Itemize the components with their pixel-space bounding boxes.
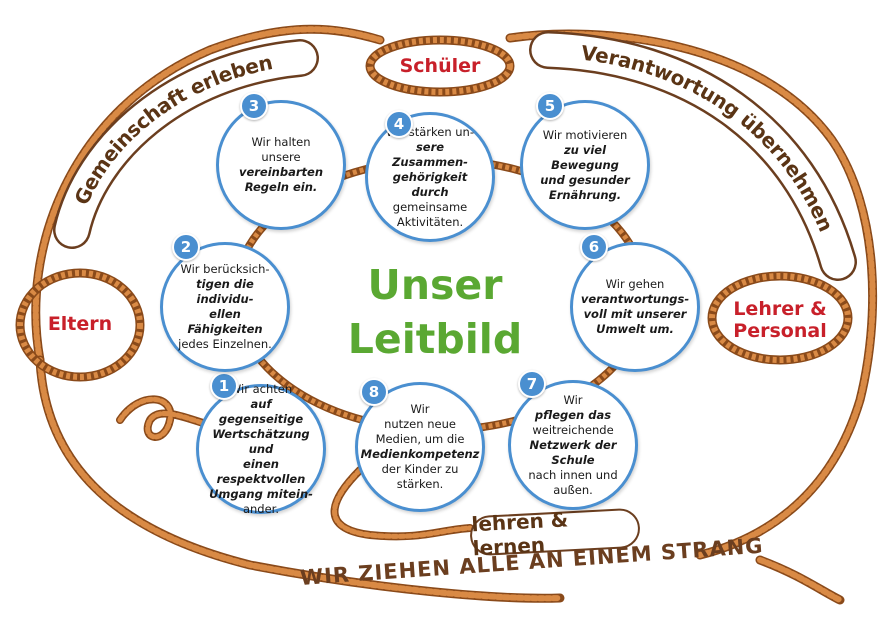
lehrer-personal-label: Lehrer & Personal bbox=[733, 298, 827, 342]
principle-number-4: 4 bbox=[385, 110, 413, 138]
principle-number-2: 2 bbox=[172, 233, 200, 261]
principle-number-6: 6 bbox=[580, 233, 608, 261]
page-title: Unser Leitbild bbox=[347, 261, 523, 363]
principle-number-7: 7 bbox=[518, 370, 546, 398]
principle-circle-2: Wir berücksich-tigen die individu-ellen … bbox=[160, 242, 290, 372]
principle-number-3: 3 bbox=[240, 92, 268, 120]
principle-number-5: 5 bbox=[536, 92, 564, 120]
principle-number-1: 1 bbox=[210, 372, 238, 400]
schueler-label: Schüler bbox=[399, 55, 481, 77]
principle-number-8: 8 bbox=[360, 378, 388, 406]
principle-circle-4: Wir stärken un-sere Zusammen-gehörigkeit… bbox=[365, 112, 495, 242]
eltern-label: Eltern bbox=[47, 313, 113, 335]
